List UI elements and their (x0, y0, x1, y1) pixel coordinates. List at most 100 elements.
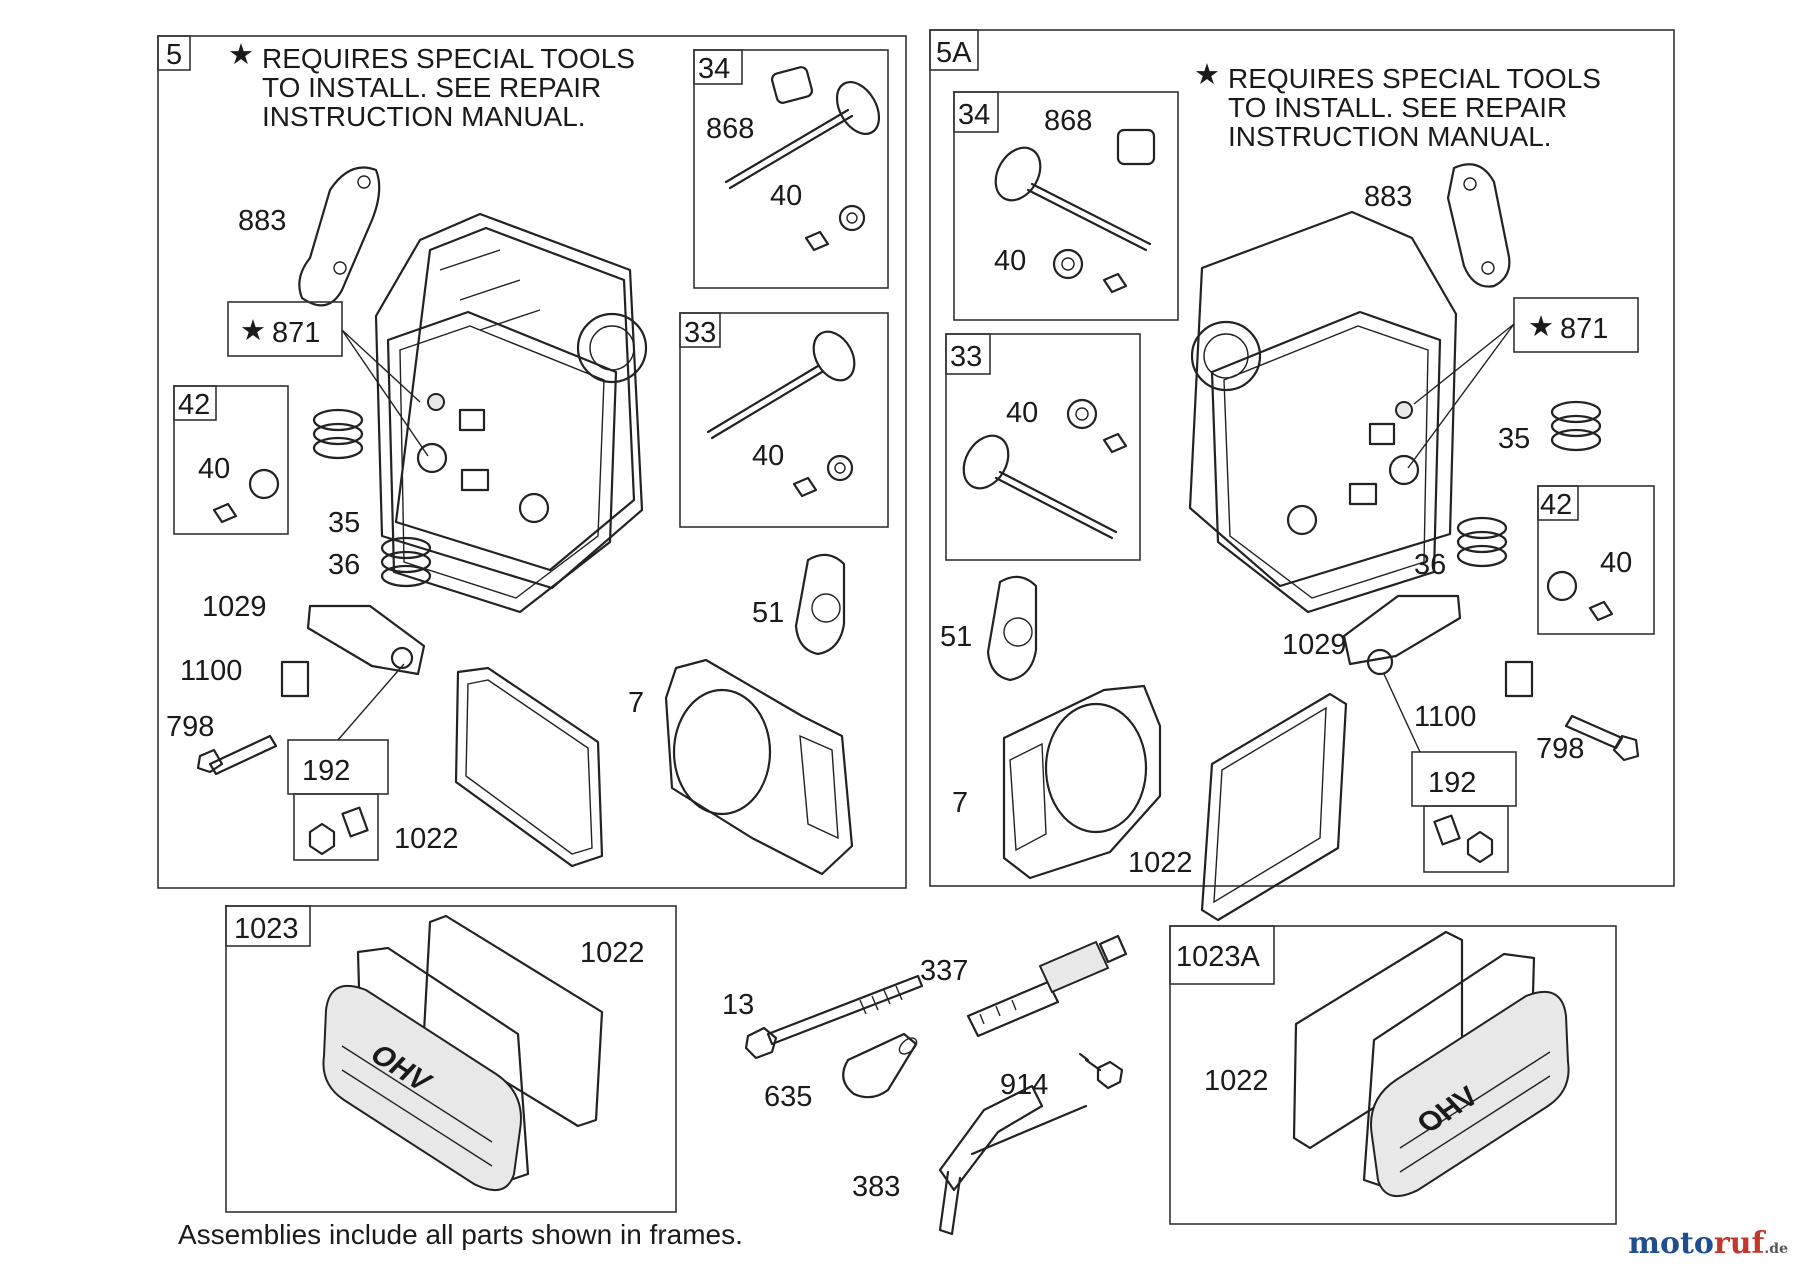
note-line-2: TO INSTALL. SEE REPAIR (262, 72, 601, 103)
valve-icon (994, 128, 1156, 294)
part-1022-cover-label: 1022 (580, 937, 645, 969)
part-35-label: 35 (328, 507, 360, 539)
part-40c-label: 40 (198, 453, 230, 485)
guide-plate-icon (1504, 660, 1534, 698)
frame-33 (679, 312, 889, 528)
assembly-1023-frame (225, 905, 677, 1213)
part-7-right-label: 7 (952, 787, 968, 819)
part-635-label: 635 (764, 1081, 812, 1113)
part-868-label: 868 (706, 113, 754, 145)
assembly-1023-label: 1023 (234, 913, 299, 945)
frame-42-right-label: 42 (1540, 489, 1572, 521)
loose-parts: 13 337 635 914 383 Assemblies include al… (178, 934, 1128, 1250)
frame-192-right-label: 192 (1428, 767, 1476, 799)
spring-icon (1550, 400, 1602, 452)
note-line-3: INSTRUCTION MANUAL. (262, 101, 586, 132)
note-line-1-right: REQUIRES SPECIAL TOOLS (1228, 63, 1601, 94)
star-icon: ★ (1528, 311, 1554, 343)
note-line-2-right: TO INSTALL. SEE REPAIR (1228, 92, 1567, 123)
valve-cover-icon: OHV (322, 946, 530, 1192)
assembly-5A-label: 5A (936, 37, 972, 69)
star-icon: ★ (1194, 59, 1220, 91)
retainer-icon (248, 468, 280, 500)
assembly-5A-frame (929, 29, 1675, 887)
part-1022-right-label: 1022 (1128, 847, 1193, 879)
cylinder-head-icon (1188, 210, 1458, 614)
footer-note: Assemblies include all parts shown in fr… (178, 1219, 743, 1250)
frame-34-right (953, 91, 1179, 321)
frame-42 (173, 385, 289, 535)
part-35-right-label: 35 (1498, 423, 1530, 455)
valve-icon (706, 330, 856, 498)
assembly-5A: 5A ★ REQUIRES SPECIAL TOOLS TO INSTALL. … (929, 29, 1675, 922)
part-1100-right-label: 1100 (1414, 701, 1476, 733)
screw-icon (1078, 1052, 1124, 1090)
guide-plate-icon (280, 660, 310, 698)
part-383-label: 383 (852, 1171, 900, 1203)
retainer-icon (1546, 570, 1578, 602)
spark-plug-wrench-icon (938, 1084, 1088, 1236)
part-871-box (227, 301, 343, 357)
valve-icon (962, 398, 1128, 540)
note-line-1: REQUIRES SPECIAL TOOLS (262, 43, 635, 74)
frame-34-right-label: 34 (958, 99, 990, 131)
part-1100-label: 1100 (180, 655, 242, 687)
rocker-arm-icon (1342, 594, 1462, 666)
part-7-label: 7 (628, 687, 644, 719)
part-871-label: 871 (272, 317, 320, 349)
spring-icon (1456, 516, 1508, 568)
cylinder-head-icon (374, 212, 648, 614)
part-1029-label: 1029 (202, 591, 267, 623)
frame-33-right-label: 33 (950, 341, 982, 373)
gasket-icon (1446, 163, 1511, 288)
part-40b-right-label: 40 (1006, 397, 1038, 429)
bolt-icon (744, 974, 924, 1060)
part-36-right-label: 36 (1414, 549, 1446, 581)
assembly-5-label: 5 (166, 39, 182, 71)
watermark: motoruf.de (1628, 1226, 1788, 1261)
part-40c-right-label: 40 (1600, 547, 1632, 579)
part-1029-right-label: 1029 (1282, 629, 1347, 661)
bolt-icon (208, 734, 278, 776)
part-40-right-label: 40 (994, 245, 1026, 277)
part-868-right-label: 868 (1044, 105, 1092, 137)
note-line-3-right: INSTRUCTION MANUAL. (1228, 121, 1552, 152)
part-51-label: 51 (752, 597, 784, 629)
frame-33-right (945, 333, 1141, 561)
frame-34-label: 34 (698, 53, 730, 85)
assembly-5: 5 ★ REQUIRES SPECIAL TOOLS TO INSTALL. S… (157, 35, 907, 889)
gasket-icon (986, 575, 1038, 682)
part-337-label: 337 (920, 955, 968, 987)
frame-34 (693, 49, 889, 289)
star-icon: ★ (228, 39, 254, 71)
frame-33-label: 33 (684, 317, 716, 349)
head-gasket-icon (1002, 684, 1162, 880)
part-40-label: 40 (770, 180, 802, 212)
assembly-1023A-frame (1169, 925, 1617, 1225)
nut-icon (308, 822, 336, 856)
part-798-label: 798 (166, 711, 214, 743)
gasket-icon (794, 553, 846, 656)
part-871-right-label: 871 (1560, 313, 1608, 345)
assembly-1023A-label: 1023A (1176, 941, 1261, 973)
assembly-1023A: 1023A 1022 OHV (1169, 925, 1617, 1225)
part-40b-label: 40 (752, 440, 784, 472)
frame-42-right (1537, 485, 1655, 635)
part-36-label: 36 (328, 549, 360, 581)
gasket-icon (298, 166, 381, 307)
frame-192-label: 192 (302, 755, 350, 787)
spring-icon (312, 408, 364, 460)
frame-42-label: 42 (178, 389, 210, 421)
spark-plug-icon (966, 934, 1128, 1038)
part-51-right-label: 51 (940, 621, 972, 653)
part-883-right-label: 883 (1364, 181, 1412, 213)
cover-gasket-icon (1200, 692, 1348, 922)
star-icon: ★ (240, 315, 266, 347)
part-883-label: 883 (238, 205, 286, 237)
rocker-arm-icon (306, 604, 426, 676)
valve-icon (724, 66, 881, 252)
part-13-label: 13 (722, 989, 754, 1021)
assembly-5-tag-box (157, 35, 191, 71)
cover-gasket-icon (422, 914, 604, 1128)
